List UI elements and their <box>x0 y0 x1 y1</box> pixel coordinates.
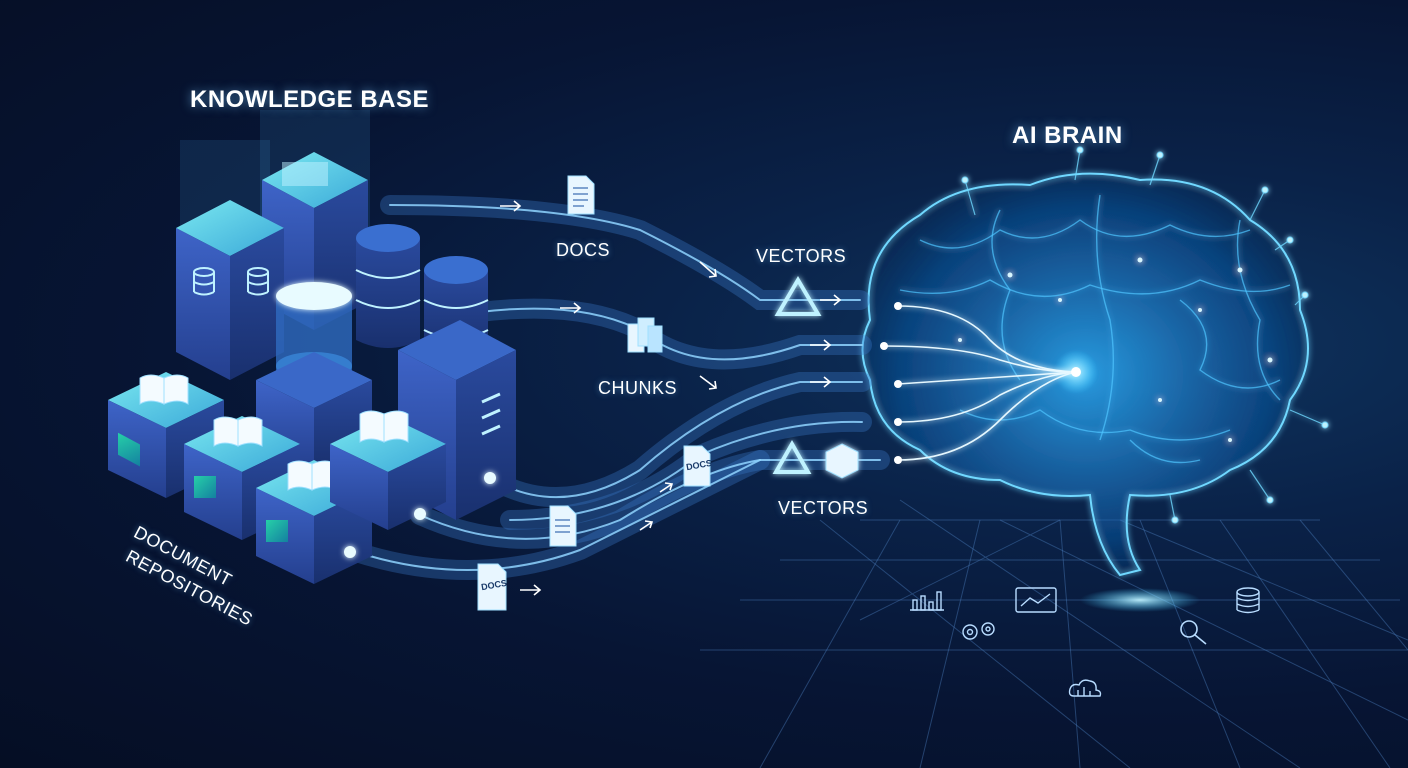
docs-label: DOCS <box>556 240 611 260</box>
flow-arrows <box>500 200 842 596</box>
database-cylinder-mid <box>355 224 421 348</box>
vector-hexagon <box>825 443 859 479</box>
brain <box>861 146 1329 577</box>
document-icon <box>567 175 595 215</box>
gears-icon <box>962 622 995 640</box>
circuit-lines <box>883 305 1077 461</box>
document-icon-small <box>549 505 577 547</box>
line-chart-icon <box>1015 587 1057 613</box>
search-icon <box>1180 620 1207 645</box>
vector-triangle-top <box>774 276 822 316</box>
chunks-icon <box>627 317 663 353</box>
cloud-icon <box>1068 679 1102 697</box>
chunks-label: CHUNKS <box>598 378 678 398</box>
document-icon-docs-a <box>683 445 711 487</box>
document-icon-docs-b <box>477 563 507 611</box>
ai-brain-label: AI BRAIN <box>1012 122 1123 149</box>
book-cube-4 <box>330 410 446 530</box>
floor-glow <box>1080 588 1200 612</box>
floor-grid <box>700 499 1408 768</box>
vectors-top-label: VECTORS <box>756 246 847 266</box>
database-icon <box>1236 587 1260 614</box>
vector-triangle-bottom <box>772 439 812 474</box>
server-cube-left <box>176 200 284 380</box>
vectors-bottom-label: VECTORS <box>778 498 869 518</box>
knowledge-base-label: KNOWLEDGE BASE <box>190 86 430 113</box>
knowledge-base-cluster <box>108 110 516 584</box>
bar-chart-icon <box>910 591 944 611</box>
circuit-nodes <box>880 302 1081 464</box>
